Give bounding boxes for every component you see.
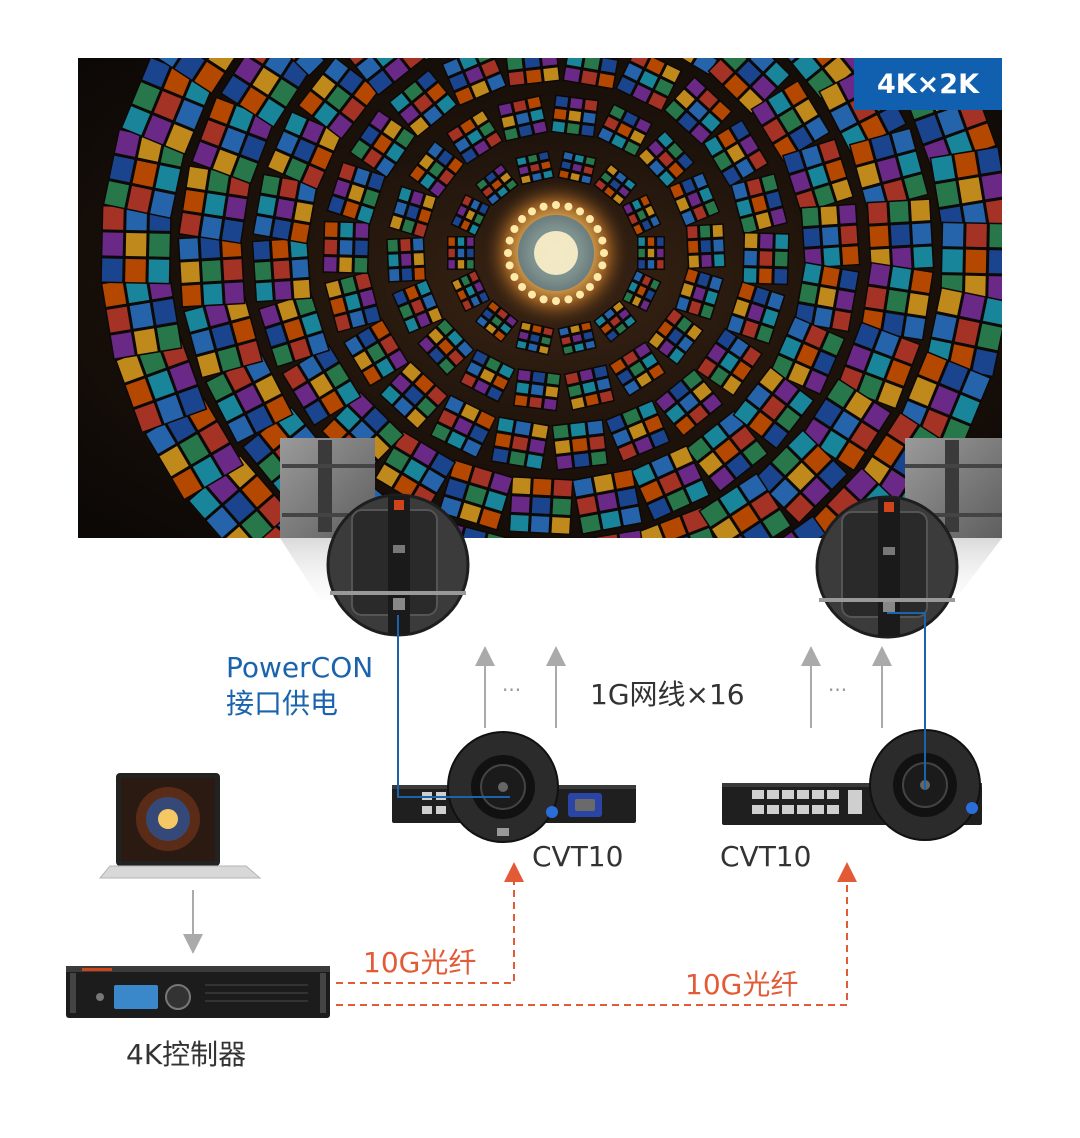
right-cabinet-detail [815,438,1002,639]
stained-glass-image [78,58,1002,538]
resolution-badge: 4K×2K [854,58,1002,110]
fiber-lines [336,862,857,1006]
left-cabinet-detail [280,438,470,637]
powercon-wires [397,612,926,798]
dots-right: ··· [828,678,848,702]
laptop-icon [98,773,262,879]
powercon-label-line2: 接口供电 [226,687,339,720]
powercon-label: PowerCON 接口供电 [226,650,373,722]
fiber-label-right: 10G光纤 [685,968,799,1001]
cvt10-right-device [722,729,982,841]
led-screen: 4K×2K [78,58,1002,538]
4k-controller-device [66,966,330,1018]
cvt10-left-device [392,731,636,843]
controller-label: 4K控制器 [126,1038,247,1071]
fiber-label-left: 10G光纤 [363,946,477,979]
ethernet-label: 1G网线×16 [590,678,745,711]
cvt10-left-label: CVT10 [532,840,624,873]
cvt10-right-label: CVT10 [720,840,812,873]
ethernet-arrows [475,646,892,728]
powercon-label-line1: PowerCON [226,651,374,684]
dots-left: ··· [502,678,522,702]
